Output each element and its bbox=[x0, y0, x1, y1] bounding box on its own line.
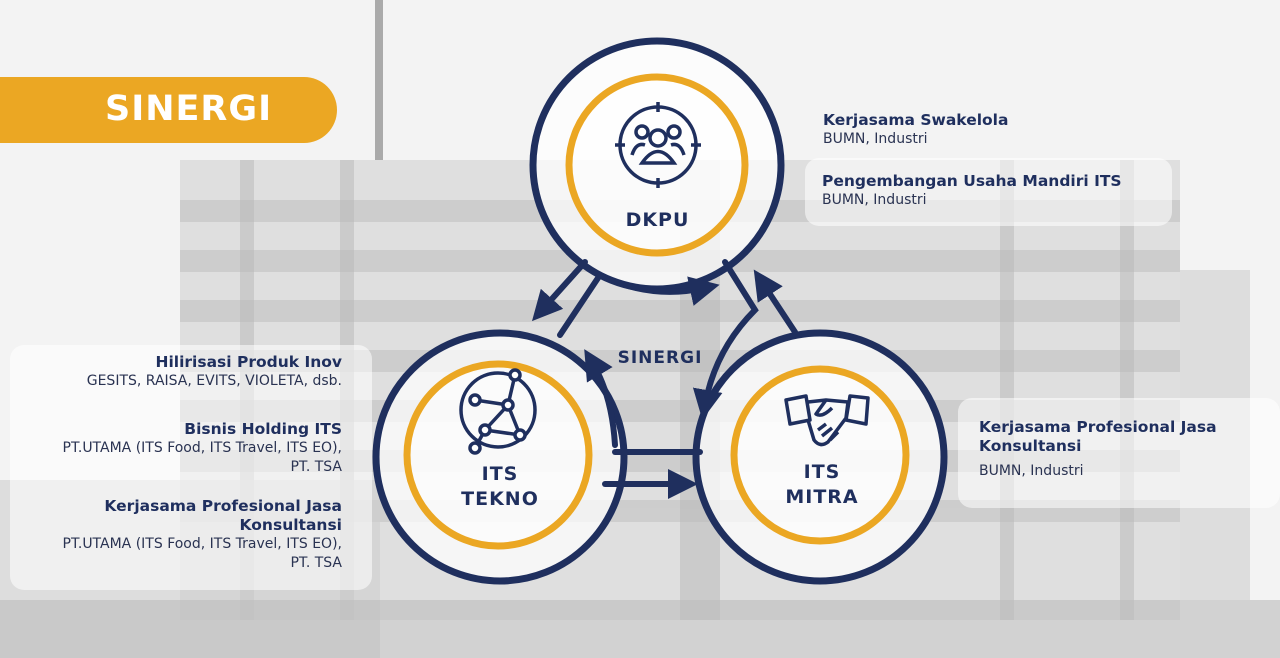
node-tekno-label-line1: ITS bbox=[481, 463, 519, 485]
item-sub: PT.UTAMA (ITS Food, ITS Travel, ITS EO), bbox=[62, 536, 342, 552]
mitra-item-1: Kerjasama Profesional Jasa Konsultansi B… bbox=[979, 418, 1217, 481]
item-sub: PT.UTAMA (ITS Food, ITS Travel, ITS EO), bbox=[62, 440, 342, 456]
item-title: Bisnis Holding ITS bbox=[184, 420, 342, 438]
sinergi-banner: SINERGI bbox=[0, 77, 337, 143]
dkpu-info-panel bbox=[805, 158, 1172, 226]
item-sub: PT. TSA bbox=[290, 555, 342, 571]
arrow-mitra-to-dkpu bbox=[753, 269, 798, 335]
handshake-icon bbox=[784, 394, 870, 447]
item-title: Konsultansi bbox=[979, 437, 1082, 455]
arrow-dkpu-to-mitra bbox=[692, 259, 759, 420]
item-title: Kerjasama Swakelola bbox=[823, 111, 1009, 129]
dkpu-item-1: Kerjasama Swakelola BUMN, Industri bbox=[823, 111, 1008, 149]
tekno-item-2: Bisnis Holding ITS PT.UTAMA (ITS Food, I… bbox=[63, 420, 342, 477]
banner-title: SINERGI bbox=[105, 89, 273, 129]
arrow-dkpu-to-tekno bbox=[531, 259, 588, 322]
item-sub: PT. TSA bbox=[290, 459, 342, 475]
tekno-inner-ring bbox=[403, 360, 593, 550]
mitra-info-panel bbox=[958, 398, 1280, 508]
dkpu-item-2: Pengembangan Usaha Mandiri ITS BUMN, Ind… bbox=[822, 172, 1122, 210]
item-title: Konsultansi bbox=[239, 516, 342, 534]
center-sinergi-label: SINERGI bbox=[617, 348, 703, 368]
arrow-tekno-to-dkpu bbox=[557, 271, 720, 338]
network-globe-icon bbox=[459, 368, 537, 455]
node-mitra-label-line1: ITS bbox=[803, 461, 841, 483]
item-sub: GESITS, RAISA, EVITS, VIOLETA, dsb. bbox=[86, 373, 342, 389]
item-sub: BUMN, Industri bbox=[822, 192, 927, 208]
node-its-tekno: ITS TEKNO bbox=[440, 462, 560, 512]
tekno-info-panel bbox=[10, 345, 372, 590]
dkpu-inner-ring bbox=[565, 73, 749, 257]
node-dkpu: DKPU bbox=[600, 208, 715, 233]
item-sub: BUMN, Industri bbox=[979, 463, 1084, 479]
item-title: Pengembangan Usaha Mandiri ITS bbox=[822, 172, 1122, 190]
item-sub: BUMN, Industri bbox=[823, 131, 928, 147]
arrow-mitra-to-tekno bbox=[584, 349, 618, 448]
item-title: Kerjasama Profesional Jasa bbox=[979, 418, 1217, 436]
node-tekno-label-line2: TEKNO bbox=[461, 488, 539, 510]
node-mitra-label-line2: MITRA bbox=[785, 486, 859, 508]
item-title: Kerjasama Profesional Jasa bbox=[104, 497, 342, 515]
node-its-mitra: ITS MITRA bbox=[762, 460, 882, 510]
item-title: Hilirisasi Produk Inov bbox=[155, 353, 342, 371]
node-dkpu-label: DKPU bbox=[625, 209, 690, 231]
tekno-item-3: Kerjasama Profesional Jasa Konsultansi P… bbox=[63, 497, 342, 573]
mitra-inner-ring bbox=[730, 365, 910, 545]
people-target-icon bbox=[615, 102, 701, 188]
tekno-item-1: Hilirisasi Produk Inov GESITS, RAISA, EV… bbox=[87, 353, 342, 391]
